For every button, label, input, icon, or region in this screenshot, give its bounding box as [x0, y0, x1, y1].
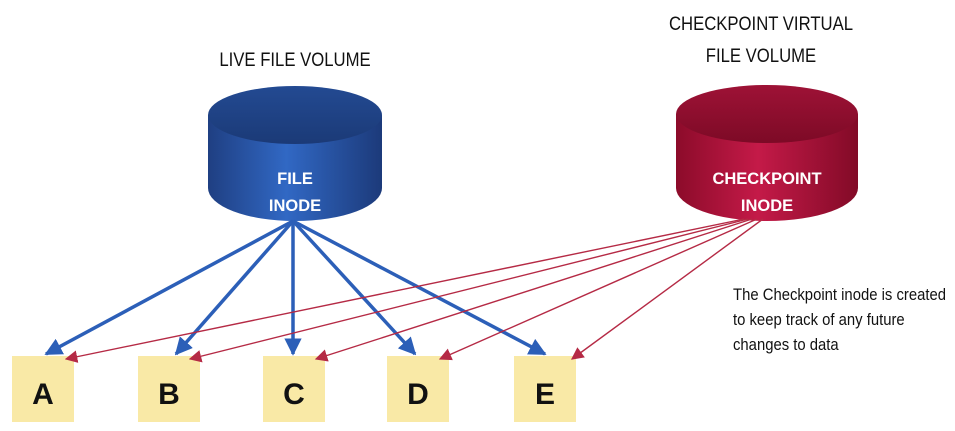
live-volume-cylinder: FILE INODE — [208, 86, 382, 221]
block-d: D — [387, 356, 449, 422]
checkpoint-arrow-to-a — [64, 218, 745, 363]
checkpoint-arrow-to-b — [188, 218, 749, 363]
block-b-label: B — [158, 378, 180, 411]
block-e: E — [514, 356, 576, 422]
caption-line-2: to keep track of any future — [733, 311, 905, 329]
live-arrow-to-a — [44, 219, 294, 356]
checkpoint-caption: The Checkpoint inode is created to keep … — [733, 283, 946, 358]
block-c: C — [263, 356, 325, 422]
block-d-label: D — [407, 378, 429, 411]
caption-line-3: changes to data — [733, 336, 839, 354]
live-arrow-to-b — [174, 219, 295, 356]
caption-line-1: The Checkpoint inode is created — [733, 286, 946, 304]
checkpoint-volume-cylinder: CHECKPOINT INODE — [676, 85, 858, 221]
block-e-label: E — [535, 378, 555, 411]
checkpoint-inode-label-line1: CHECKPOINT — [712, 170, 821, 188]
block-c-label: C — [283, 378, 305, 411]
checkpoint-arrow-to-c — [314, 218, 753, 362]
live-volume-title: LIVE FILE VOLUME — [219, 49, 370, 70]
checkpoint-arrow-to-e — [570, 218, 764, 360]
live-arrow-to-e — [292, 219, 547, 356]
checkpoint-inode-label-line2: INODE — [741, 197, 793, 215]
live-arrow-to-d — [291, 219, 417, 356]
checkpoint-arrow-to-d — [438, 218, 758, 361]
block-a: A — [12, 356, 74, 422]
checkpoint-volume-title-line2: FILE VOLUME — [706, 45, 817, 66]
checkpoint-volume-title-line1: CHECKPOINT VIRTUAL — [669, 13, 853, 34]
checkpoint-inode-arrows — [64, 218, 764, 363]
block-a-label: A — [32, 378, 54, 411]
file-inode-label-line2: INODE — [269, 197, 321, 215]
live-inode-arrows — [44, 219, 547, 356]
data-blocks: A B C D E — [12, 356, 576, 422]
file-inode-label-line1: FILE — [277, 170, 313, 188]
block-b: B — [138, 356, 200, 422]
